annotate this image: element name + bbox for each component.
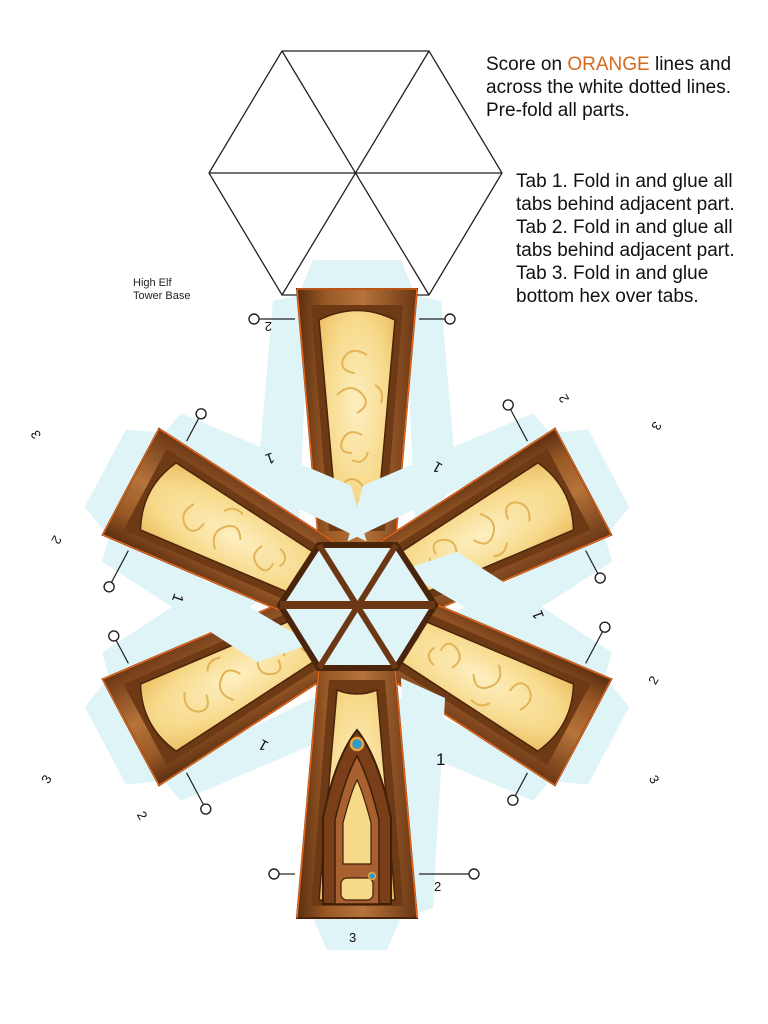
tab-step-3-text: . Fold in and glue bottom hex over tabs. (516, 263, 709, 307)
tab-step-2-text: . Fold in and glue all tabs behind adjac… (516, 217, 735, 261)
top-hexagon (208, 50, 503, 296)
panel-door (268, 667, 480, 950)
tab-label-3-left: 3 (27, 428, 44, 442)
tab-step-1-prefix: Tab (516, 171, 552, 192)
tab-step-1-number: 1 (551, 171, 563, 192)
tab-step-3-number: 3 (551, 263, 563, 284)
orange-highlight: ORANGE (567, 54, 650, 75)
tab-label-2-top: 2 (265, 319, 272, 334)
tab-step-2: Tab 2. Fold in and glue all tabs behind … (516, 216, 762, 262)
instructions-part-2: lines and across the white dotted lines.… (486, 54, 732, 121)
tab-label-3-upper-right: 3 (648, 419, 665, 433)
center-hexagon (276, 542, 439, 671)
scoring-instructions: Score on ORANGE lines and across the whi… (486, 53, 758, 122)
tab-instructions: Tab 1. Fold in and glue all tabs behind … (516, 170, 762, 308)
tab-step-2-number: 2 (551, 217, 563, 238)
tower-base-caption: High Elf Tower Base (133, 277, 190, 303)
scoring-instructions-text: Score on ORANGE lines and across the whi… (486, 53, 758, 122)
tab-label-2-lower-left: 2 (134, 809, 151, 823)
tab-label-2-bottom: 2 (434, 879, 441, 894)
tab-step-1: Tab 1. Fold in and glue all tabs behind … (516, 170, 762, 216)
tab-label-3-lower-left: 3 (38, 772, 55, 786)
instructions-part-1: Score on (486, 54, 568, 75)
caption-line-2: Tower Base (133, 290, 191, 302)
tab-step-3: Tab 3. Fold in and glue bottom hex over … (516, 262, 762, 308)
caption-line-1: High Elf (133, 277, 172, 289)
tab-label-1-bottom-right: 1 (436, 750, 445, 769)
tab-step-3-prefix: Tab (516, 263, 552, 284)
tab-label-2-upper-right: 2 (555, 392, 572, 406)
tab-label-2-left: 2 (48, 533, 65, 547)
tab-step-2-prefix: Tab (516, 217, 552, 238)
tab-label-2-right: 2 (645, 673, 662, 687)
tab-label-3-lower-right: 3 (646, 773, 663, 787)
tab-label-3-bottom: 3 (349, 930, 356, 945)
tab-step-1-text: . Fold in and glue all tabs behind adjac… (516, 171, 735, 215)
